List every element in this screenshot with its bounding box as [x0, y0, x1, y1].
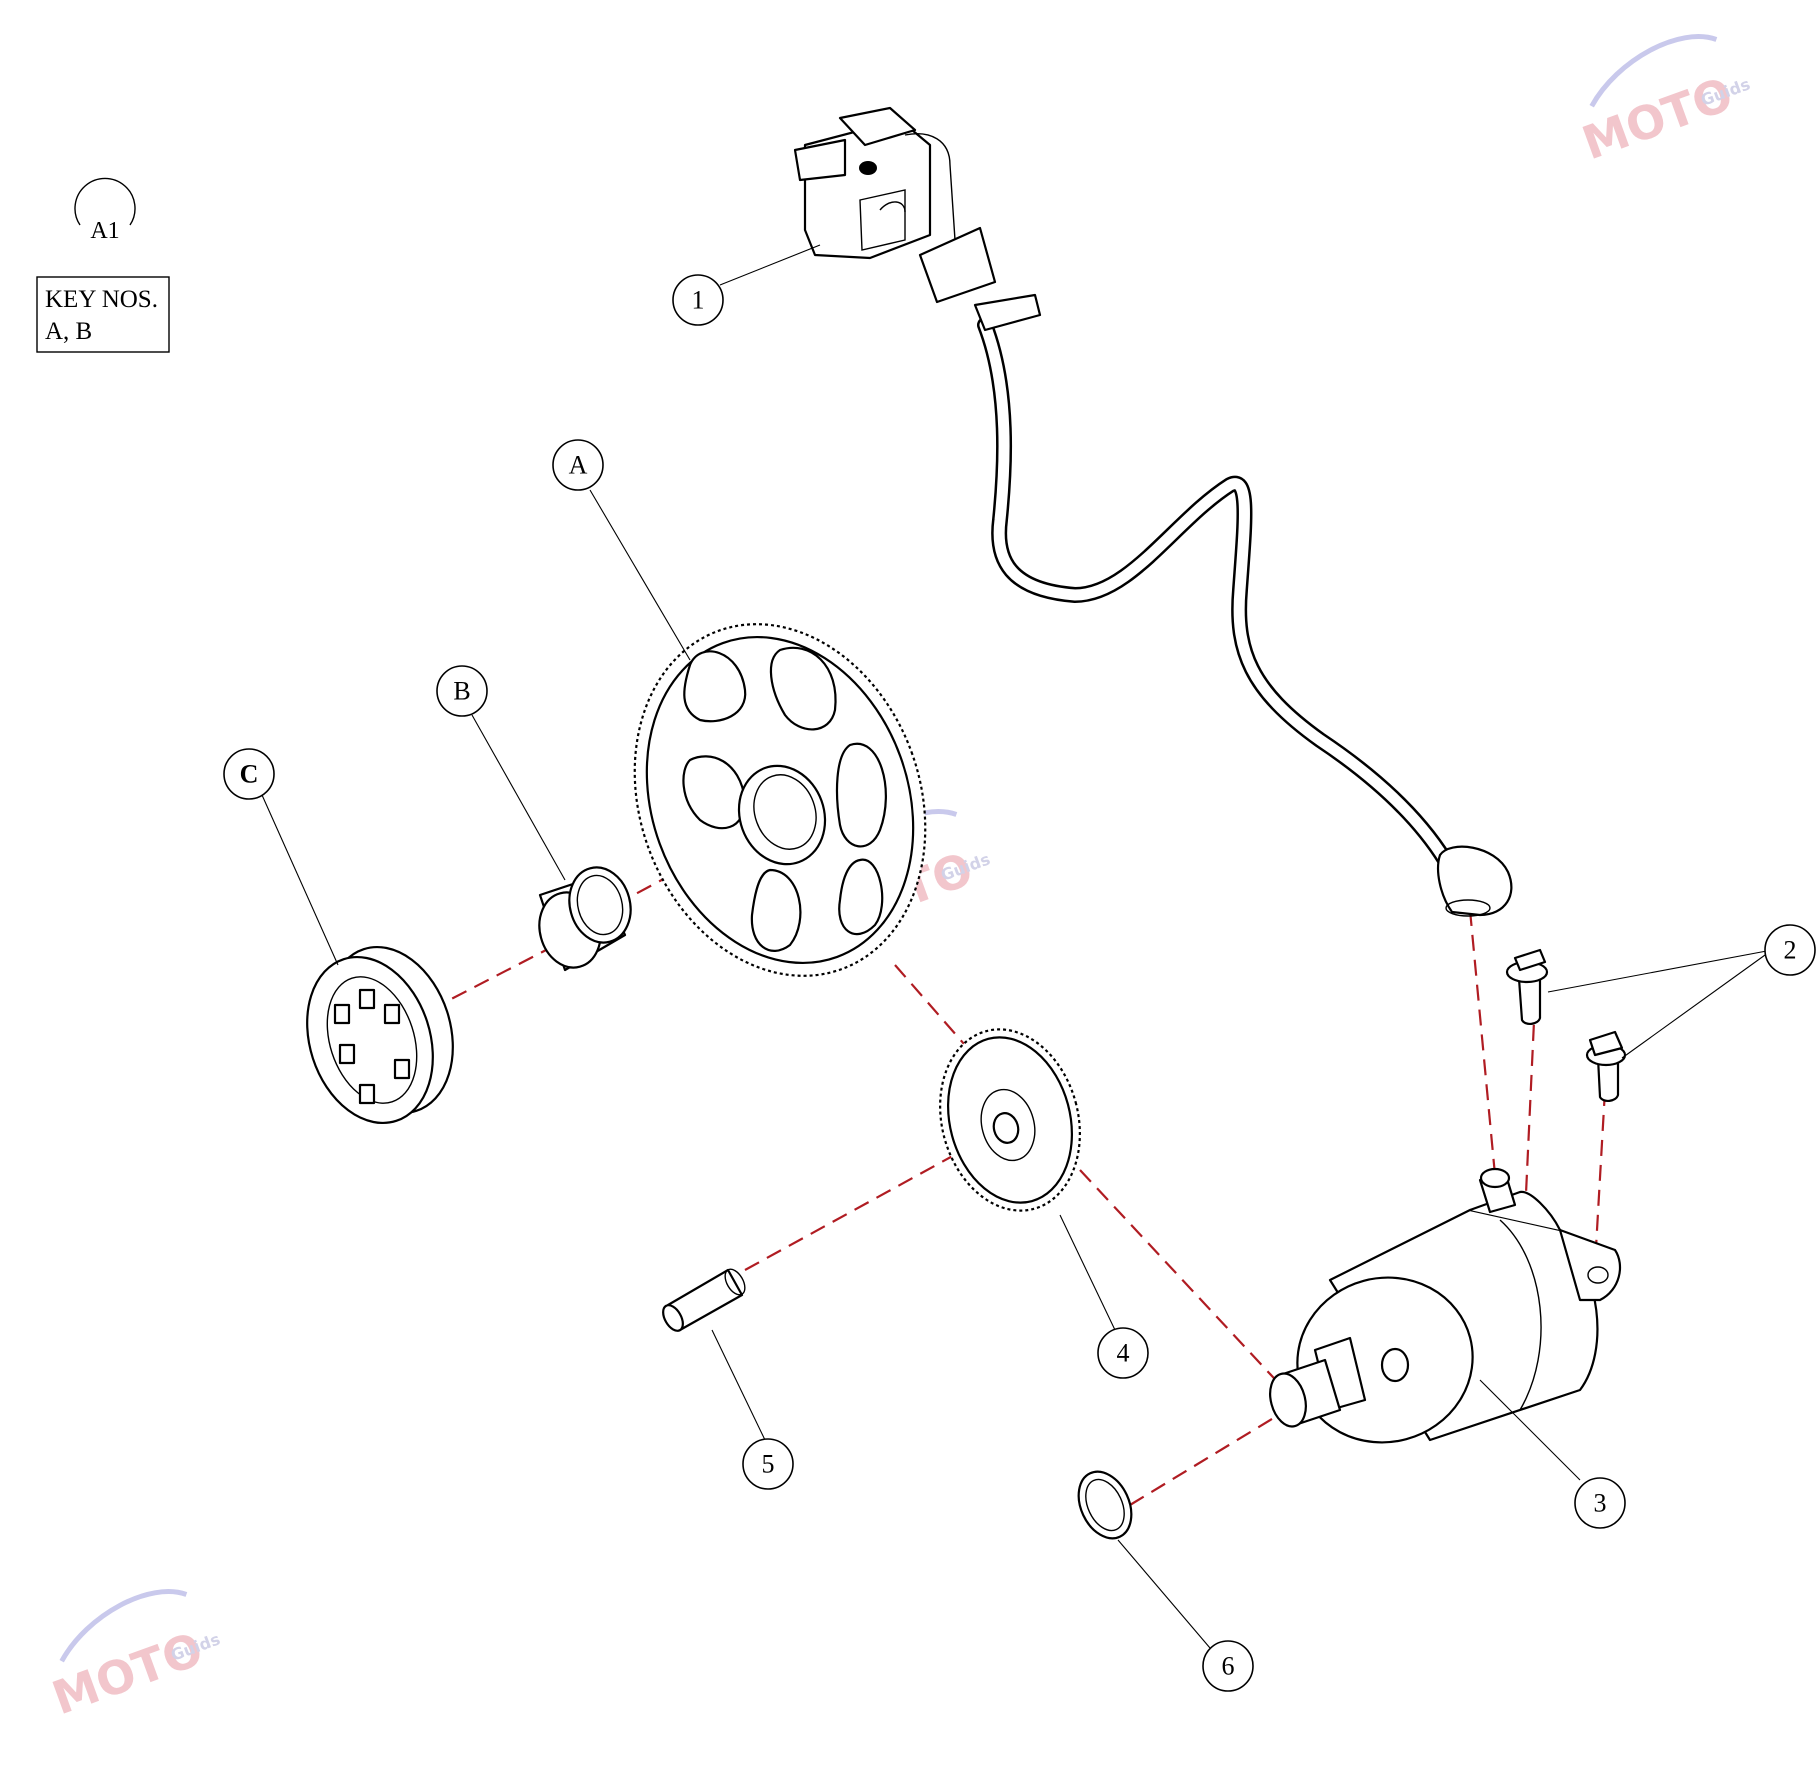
- watermark-top-right: MOTO Guids: [1575, 34, 1753, 170]
- view-reference-label: A1: [90, 218, 119, 244]
- leader-2a: [1547, 949, 1773, 993]
- callout-2: 2: [1764, 924, 1816, 976]
- svg-text:MOTO: MOTO: [45, 1621, 209, 1725]
- flange-bolt-1: [1505, 948, 1549, 1025]
- leader-6: [1117, 1539, 1211, 1649]
- svg-text:A: A: [569, 451, 588, 480]
- leader-b: [471, 714, 566, 881]
- sprag-clutch: [306, 945, 454, 1125]
- callout-c: C: [223, 748, 275, 800]
- leader-2b: [1621, 949, 1773, 1059]
- svg-text:3: 3: [1594, 1489, 1607, 1518]
- callout-a: A: [552, 439, 604, 491]
- flange-bolts: [1505, 948, 1627, 1102]
- callout-1: 1: [672, 274, 724, 326]
- view-reference-arc: [74, 177, 136, 226]
- svg-text:B: B: [453, 677, 470, 706]
- leader-a: [589, 489, 691, 661]
- key-box-line2: A, B: [45, 318, 92, 345]
- idler-gear: [939, 1028, 1081, 1212]
- centerline-cable-3: [1468, 909, 1497, 1176]
- callout-5: 5: [742, 1438, 794, 1490]
- leader-1: [719, 244, 821, 286]
- centerline-bolt1-3: [1523, 999, 1537, 1216]
- starter-motor: [1269, 1167, 1622, 1444]
- view-reference-a1: A1: [74, 177, 136, 244]
- watermark-bottom-left: MOTO Guids: [45, 1589, 223, 1725]
- o-ring: [1077, 1470, 1133, 1540]
- idler-shaft: [662, 1268, 746, 1332]
- leader-lines: [261, 244, 1773, 1649]
- svg-text:4: 4: [1117, 1339, 1130, 1368]
- key-box: KEY NOS. A, B: [36, 276, 170, 353]
- svg-text:MOTO: MOTO: [1575, 66, 1739, 170]
- starter-relay-with-cable: [793, 106, 1513, 917]
- callout-3: 3: [1574, 1477, 1626, 1529]
- flange-bolt-2: [1585, 1030, 1627, 1102]
- svg-text:6: 6: [1222, 1652, 1235, 1681]
- svg-text:5: 5: [762, 1450, 775, 1479]
- leader-3: [1479, 1379, 1581, 1481]
- centerline-bolt2-3: [1593, 1089, 1607, 1266]
- leader-4: [1059, 1214, 1116, 1331]
- callout-b: B: [436, 665, 488, 717]
- key-box-line1: KEY NOS.: [45, 286, 158, 313]
- callout-4: 4: [1097, 1327, 1149, 1379]
- leader-5: [711, 1329, 766, 1441]
- centerline-4-3: [1079, 1169, 1286, 1391]
- svg-text:1: 1: [692, 286, 705, 315]
- svg-text:2: 2: [1784, 936, 1797, 965]
- starter-driven-gear: [633, 623, 927, 977]
- leader-c: [261, 794, 339, 966]
- centerline-6-3: [1129, 1404, 1296, 1506]
- bush: [538, 866, 632, 972]
- svg-text:C: C: [240, 760, 259, 789]
- callout-6: 6: [1202, 1640, 1254, 1692]
- centerline-c-b: [429, 947, 551, 1011]
